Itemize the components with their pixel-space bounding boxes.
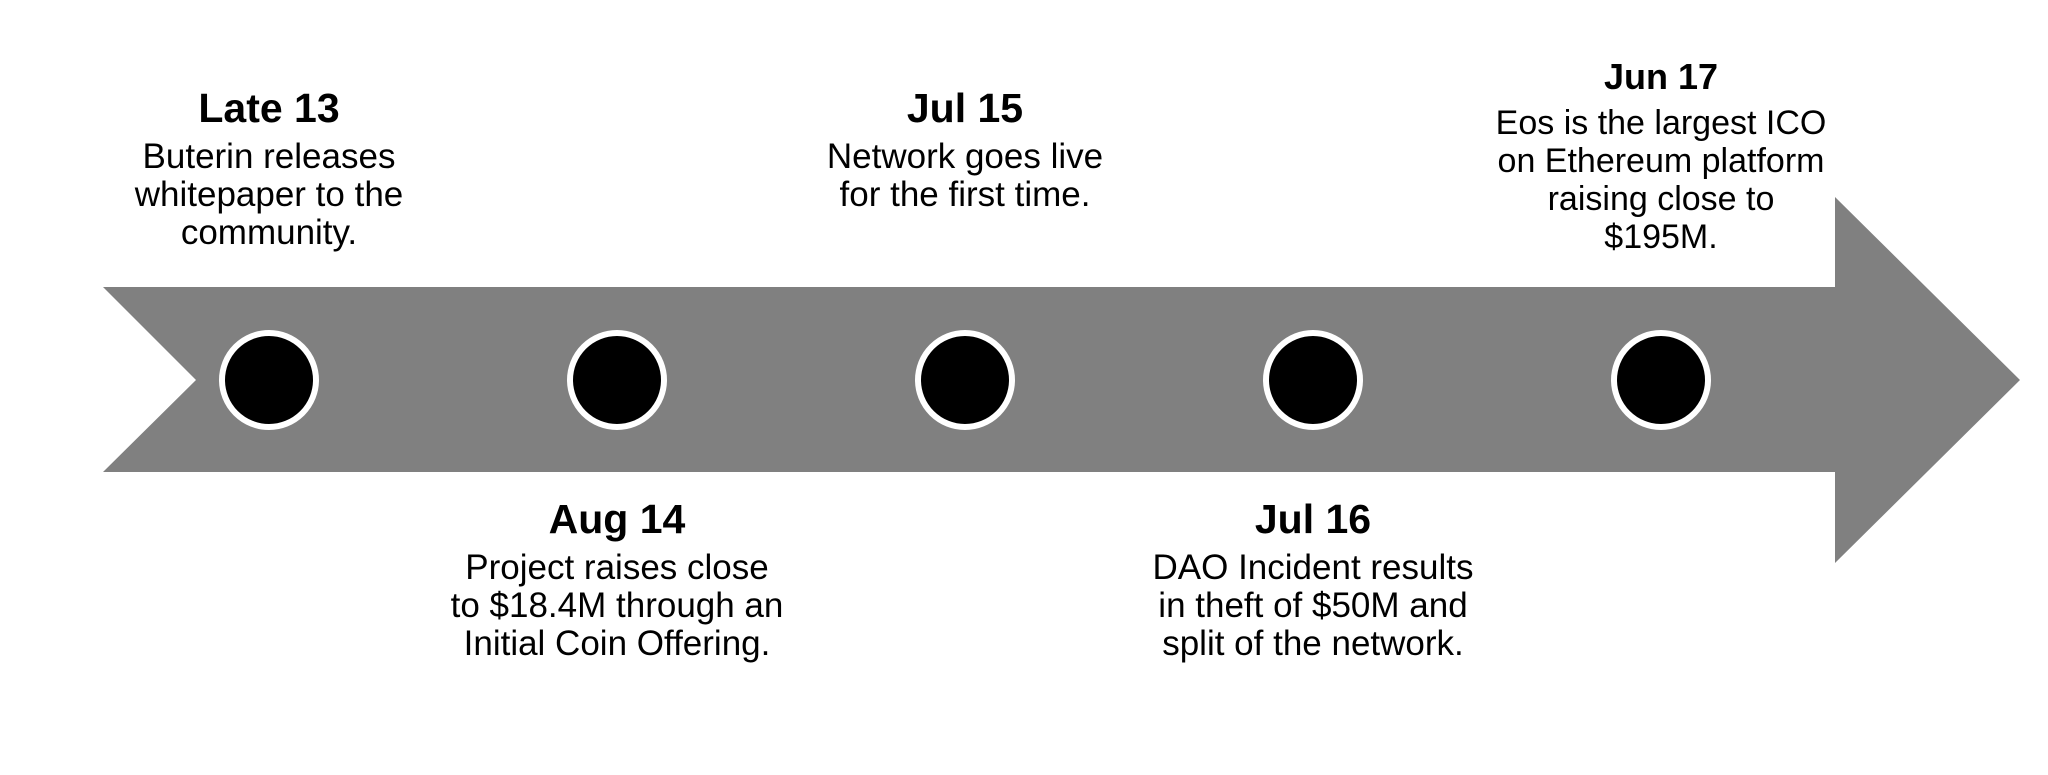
arrow-shape bbox=[103, 197, 2020, 563]
event-description: Buterin releases whitepaper to the commu… bbox=[134, 137, 404, 252]
event-description: Project raises close to $18.4M through a… bbox=[450, 548, 784, 663]
event-marker-5 bbox=[1611, 330, 1711, 430]
event-1: Late 13 Buterin releases whitepaper to t… bbox=[99, 84, 439, 252]
event-5: Jun 17 Eos is the largest ICO on Ethereu… bbox=[1491, 56, 1831, 256]
event-date: Aug 14 bbox=[548, 496, 686, 542]
event-date: Jun 17 bbox=[1603, 56, 1719, 97]
event-4: Jul 16 DAO Incident results in theft of … bbox=[1143, 495, 1483, 663]
event-marker-2 bbox=[567, 330, 667, 430]
event-marker-4 bbox=[1263, 330, 1363, 430]
event-marker-3 bbox=[915, 330, 1015, 430]
event-date: Jul 16 bbox=[1254, 496, 1372, 542]
event-marker-1 bbox=[219, 330, 319, 430]
event-description: Network goes live for the first time. bbox=[826, 137, 1104, 214]
event-3: Jul 15 Network goes live for the first t… bbox=[825, 84, 1105, 214]
event-2: Aug 14 Project raises close to $18.4M th… bbox=[447, 495, 787, 663]
event-date: Late 13 bbox=[198, 85, 340, 131]
event-description: Eos is the largest ICO on Ethereum platf… bbox=[1495, 104, 1827, 256]
event-description: DAO Incident results in theft of $50M an… bbox=[1152, 548, 1474, 663]
event-date: Jul 15 bbox=[906, 85, 1024, 131]
